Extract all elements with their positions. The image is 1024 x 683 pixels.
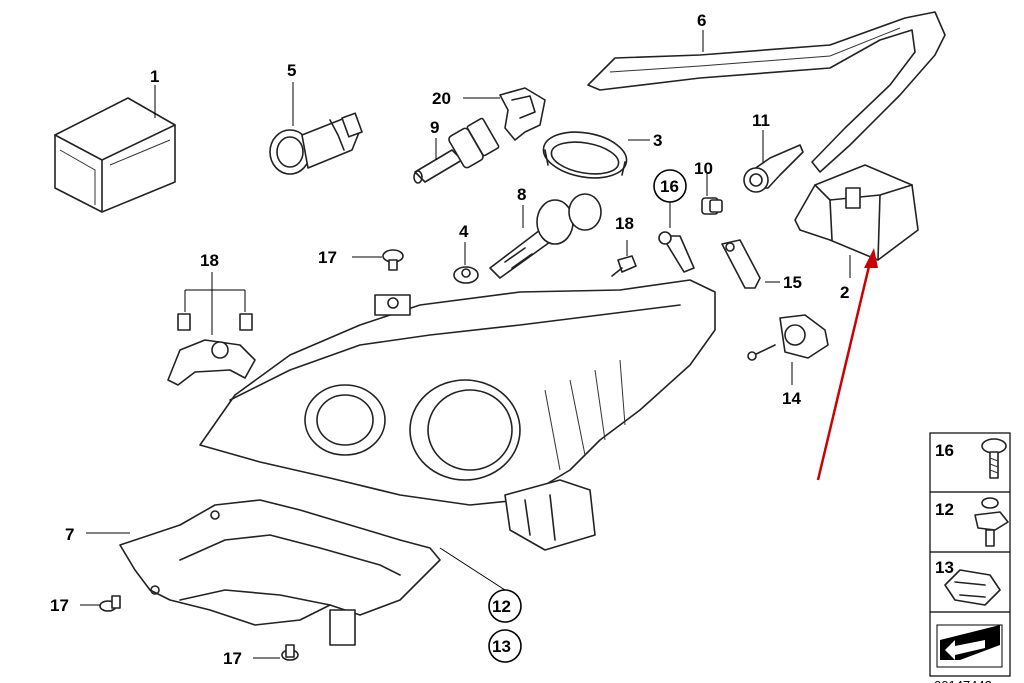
part-17-screw-top [352,249,404,271]
label-part-2: 2 [840,283,849,302]
label-part-6: 6 [697,11,706,30]
legend-row-1-label: 16 [935,441,954,460]
label-part-16: 16 [660,177,679,196]
label-part-7: 7 [65,525,74,544]
part-11-holder [743,130,804,193]
label-part-4: 4 [459,222,469,241]
label-part-17-bottom: 17 [223,649,242,668]
legend-row-3-label: 13 [935,558,954,577]
label-part-15: 15 [783,273,802,292]
part-3-ring [542,131,650,179]
part-2-cap [794,164,919,278]
highlight-arrow [816,248,878,481]
label-part-17-top: 17 [318,248,337,267]
label-part-17-left: 17 [50,596,69,615]
diagram-number: 00147442 [934,678,992,683]
part-7-frame [86,499,441,646]
headlight-housing [199,279,716,551]
label-part-3: 3 [653,131,662,150]
label-part-12: 12 [492,597,511,616]
parts-12-13-callout [439,547,522,663]
label-part-20: 20 [432,89,451,108]
part-10-bulb [701,172,723,215]
label-part-5: 5 [287,61,296,80]
part-1-box [54,85,176,213]
part-17-screw-left [80,595,121,612]
part-4-clip [453,242,479,284]
part-8-xenon-bulb [489,193,602,279]
label-part-13: 13 [492,637,511,656]
label-part-10: 10 [694,159,713,178]
part-17-screw-bottom [253,644,299,661]
label-part-18-b: 18 [615,214,634,233]
part-15-bracket [721,239,780,289]
part-14-actuator [747,314,829,385]
legend-box [929,432,1011,677]
part-18-screw [611,240,637,277]
label-part-11: 11 [752,111,770,130]
part-5-socket [269,82,363,175]
label-part-14: 14 [782,389,801,408]
part-18-bracket [167,272,256,386]
part-20-clip [463,87,546,141]
label-part-9: 9 [430,118,439,137]
label-part-18-a: 18 [200,251,219,270]
label-part-8: 8 [517,185,526,204]
legend-row-2-label: 12 [935,500,954,519]
part-16 [653,169,695,273]
label-part-1: 1 [150,67,159,86]
part-6-seal [587,11,946,173]
part-9-bulb [413,117,500,184]
